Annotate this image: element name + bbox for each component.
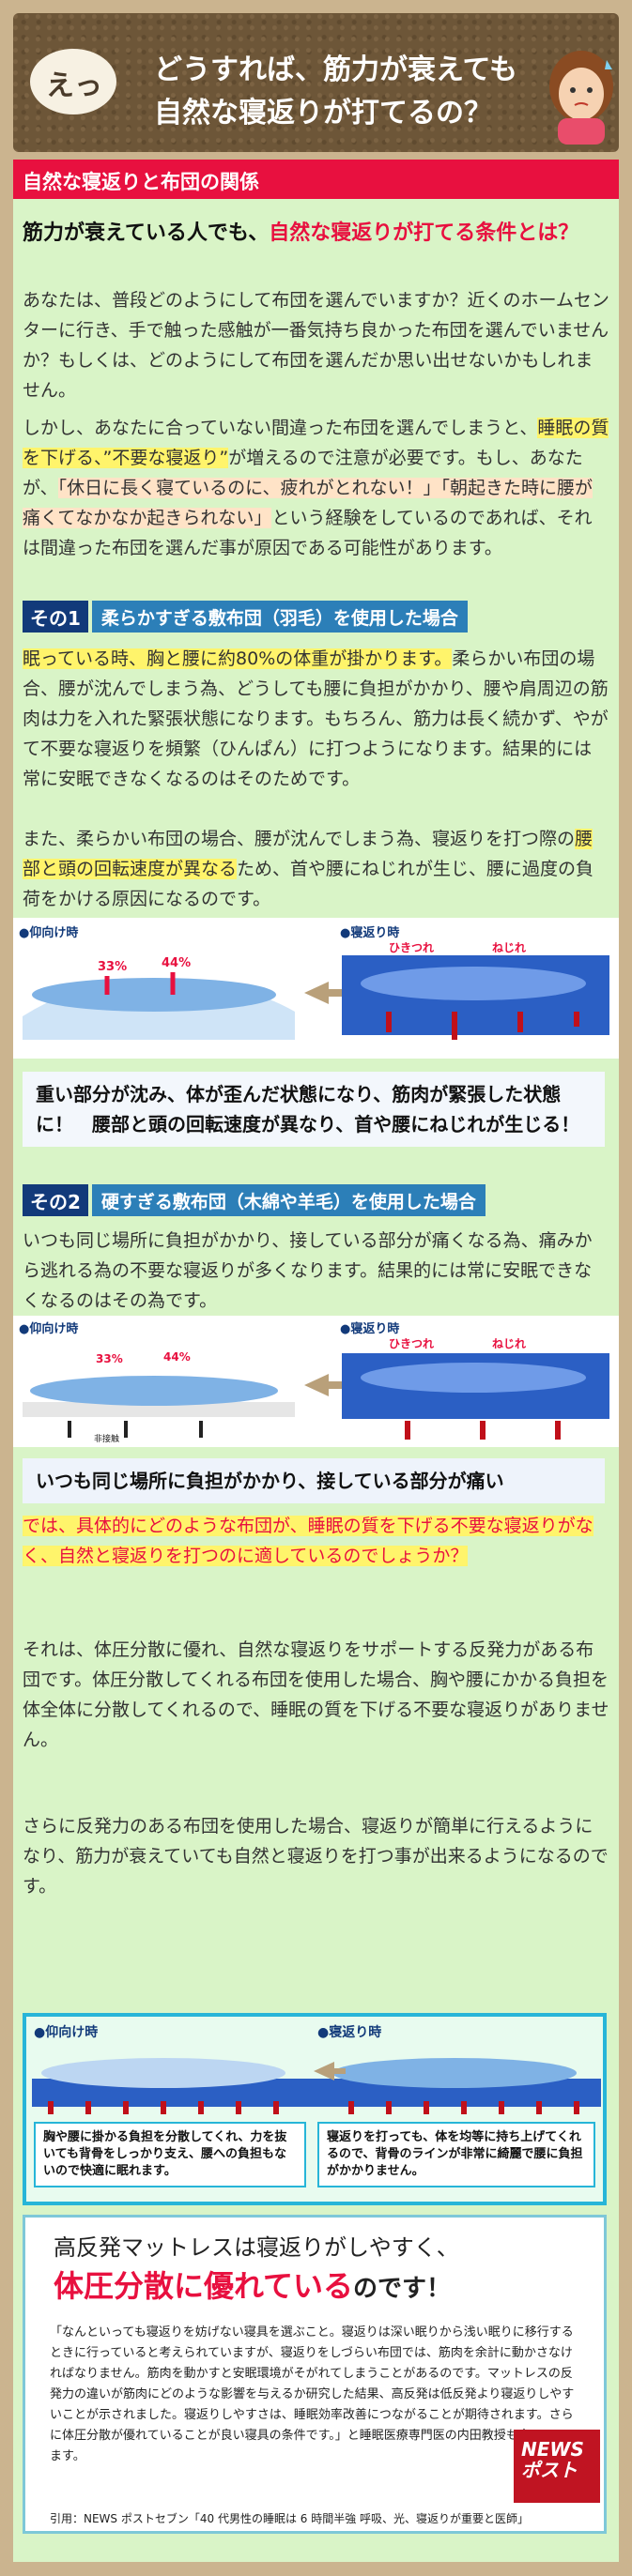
good-fig-illustration <box>32 2058 601 2114</box>
lead-heading: 筋力が衰えている人でも、自然な寝返りが打てる条件とは？ <box>23 218 609 250</box>
soft-futon-figure: ●仰向け時 ●寝返り時 33% 44% ひきつれ ねじれ <box>13 918 619 1059</box>
case1-p1-highlight: 眠っている時、胸と腰に約80%の体重が掛かります。 <box>23 648 453 669</box>
case2-badge: その2 硬すぎる敷布団（木綿や羊毛）を使用した場合 <box>23 1184 486 1216</box>
case1-fig-right-label: ●寝返り時 <box>340 925 399 940</box>
case2-caption: いつも同じ場所に負担がかかり、接している部分が痛い <box>23 1458 605 1503</box>
case1-paragraph-1: 眠っている時、胸と腰に約80%の体重が掛かります。柔らかい布団の場合、腰が沈んで… <box>23 644 609 794</box>
case1-twist2: ねじれ <box>492 941 526 954</box>
arrow-icon <box>304 1374 342 1396</box>
arrow-icon <box>314 2062 346 2081</box>
balloon-text: えっ <box>46 69 102 102</box>
case2-fig-right-label: ●寝返り時 <box>340 1321 399 1336</box>
case1-twist1: ひきつれ <box>389 941 434 954</box>
p2-e: という経験をしているのであれば、それは間違った布団を選んだ事が原因である可能性が… <box>23 508 593 558</box>
news-title-2: 体圧分散に優れているのです！ <box>54 2263 451 2306</box>
case2-label: 硬すぎる敷布団（木綿や羊毛）を使用した場合 <box>91 1184 486 1216</box>
news-citation: 引用：NEWS ポストセブン「40 代男性の睡眠は 6 時間半強 呼吸、光、寝返… <box>50 2512 530 2525</box>
p2-c: が増えるので注意が必要です。もし、あなたが、 <box>23 448 583 498</box>
good-fig-caption-left: 胸や腰に掛かる負担を分散してくれ、力を抜いても背骨をしっかり支え、腰への負担もな… <box>34 2122 306 2187</box>
main-content: 自然な寝返りと布団の関係 筋力が衰えている人でも、自然な寝返りが打てる条件とは？… <box>13 160 619 2562</box>
news-title-2-suffix: のです！ <box>353 2275 452 2303</box>
body-shape <box>32 978 276 1012</box>
question-text: では、具体的にどのような布団が、睡眠の質を下げる不要な寝返りがなく、自然と寝返り… <box>23 1516 593 1566</box>
case2-noncontact: 非接触 <box>94 1433 119 1444</box>
paragraph-1: あなたは、普段どのようにして布団を選んでいますか？近くのホームセンターに行き、手… <box>23 290 609 401</box>
section-title: 自然な寝返りと布団の関係 <box>13 160 619 199</box>
case1-p1-rest: 柔らかい布団の場合、腰が沈んでしまう為、どうしても腰に負担がかかり、腰や肩周辺の… <box>23 648 609 789</box>
case2-pct-waist: 44% <box>163 1350 191 1364</box>
case2-pct-chest: 33% <box>96 1352 123 1365</box>
arrow-icon <box>304 982 342 1004</box>
news-title-1: 高反発マットレスは寝返りがしやすく、 <box>54 2234 459 2261</box>
conclusion-paragraph-1: それは、体圧分散に優れ、自然な寝返りをサポートする反発力がある布団です。体圧分散… <box>23 1639 609 1750</box>
hard-futon-figure: ●仰向け時 ●寝返り時 33% 44% 非接触 ひきつれ ねじれ <box>13 1316 619 1447</box>
conclusion-paragraph-2: さらに反発力のある布団を使用した場合、寝返りが簡単に行えるようになり、筋力が衰え… <box>23 1816 609 1897</box>
good-fig-right-label: ●寝返り時 <box>317 2025 382 2040</box>
case1-fig-left-label: ●仰向け時 <box>19 925 78 940</box>
body-shape <box>41 2058 285 2088</box>
news-body: 「なんといっても寝返りを妨げない寝具を選ぶこと。寝返りは深い眠りから浅い眠りに移… <box>50 2325 575 2463</box>
case2-twist1: ひきつれ <box>389 1337 434 1350</box>
case1-pct-waist: 44% <box>162 956 191 970</box>
good-futon-figure: ●仰向け時 ●寝返り時 胸や腰に掛かる負担を分散してくれ、力を抜いても背骨をしっ… <box>23 2013 607 2205</box>
news-quote-box: 高反発マットレスは寝返りがしやすく、 体圧分散に優れているのです！ 「なんといっ… <box>23 2215 607 2534</box>
news-title-2-main: 体圧分散に優れている <box>54 2268 354 2304</box>
news-post-seven-logo: NEWS ポスト <box>514 2430 600 2503</box>
banner-title: どうすれば、筋力が衰えても 自然な寝返りが打てるの？ <box>154 49 539 135</box>
banner-title-line2: 自然な寝返りが打てるの？ <box>154 97 492 130</box>
lead-a: 筋力が衰えている人でも、 <box>23 221 270 245</box>
case2-num: その2 <box>23 1184 88 1216</box>
case1-label: 柔らかすぎる敷布団（羽毛）を使用した場合 <box>91 601 468 633</box>
good-fig-left-label: ●仰向け時 <box>34 2025 99 2040</box>
case1-badge: その1 柔らかすぎる敷布団（羽毛）を使用した場合 <box>23 601 468 633</box>
case2-fig-left-label: ●仰向け時 <box>19 1321 78 1336</box>
case1-paragraph-2: また、柔らかい布団の場合、腰が沈んでしまう為、寝返りを打つ際の腰部と頭の回転速度… <box>23 824 609 914</box>
case2-twist2: ねじれ <box>492 1337 526 1350</box>
body-shape <box>332 2058 577 2088</box>
worried-woman-icon <box>549 51 613 145</box>
speech-balloon <box>30 49 116 114</box>
body-shape <box>30 1376 278 1406</box>
case1-p2-c: ため、首や腰にねじれが生じ、腰に過度の負荷をかける原因になるのです。 <box>23 859 594 909</box>
question: では、具体的にどのような布団が、睡眠の質を下げる不要な寝返りがなく、自然と寝返り… <box>23 1511 609 1571</box>
lead-b: 自然な寝返りが打てる条件とは？ <box>269 221 579 245</box>
header-banner: えっ どうすれば、筋力が衰えても 自然な寝返りが打てるの？ <box>13 13 619 152</box>
p2-a: しかし、あなたに合っていない間違った布団を選んでしまうと、 <box>23 418 538 438</box>
good-fig-caption-right: 寝返りを打っても、体を均等に持ち上げてくれるので、背骨のラインが非常に綺麗で腰に… <box>317 2122 595 2187</box>
case1-caption: 重い部分が沈み、体が歪んだ状態になり、筋肉が緊張した状態に！ 腰部と頭の回転速度… <box>23 1072 605 1147</box>
case1-num: その1 <box>23 601 88 633</box>
paragraph-2: しかし、あなたに合っていない間違った布団を選んでしまうと、睡眠の質を下げる、”不… <box>23 413 609 563</box>
banner-title-line1: どうすれば、筋力が衰えても <box>154 53 517 86</box>
case2-paragraph: いつも同じ場所に負担がかかり、接している部分が痛くなる為、痛みから逃れる為の不要… <box>23 1230 593 1311</box>
case1-p2-a: また、柔らかい布団の場合、腰が沈んでしまう為、寝返りを打つ際の <box>23 829 576 849</box>
case1-pct-chest: 33% <box>98 960 127 974</box>
